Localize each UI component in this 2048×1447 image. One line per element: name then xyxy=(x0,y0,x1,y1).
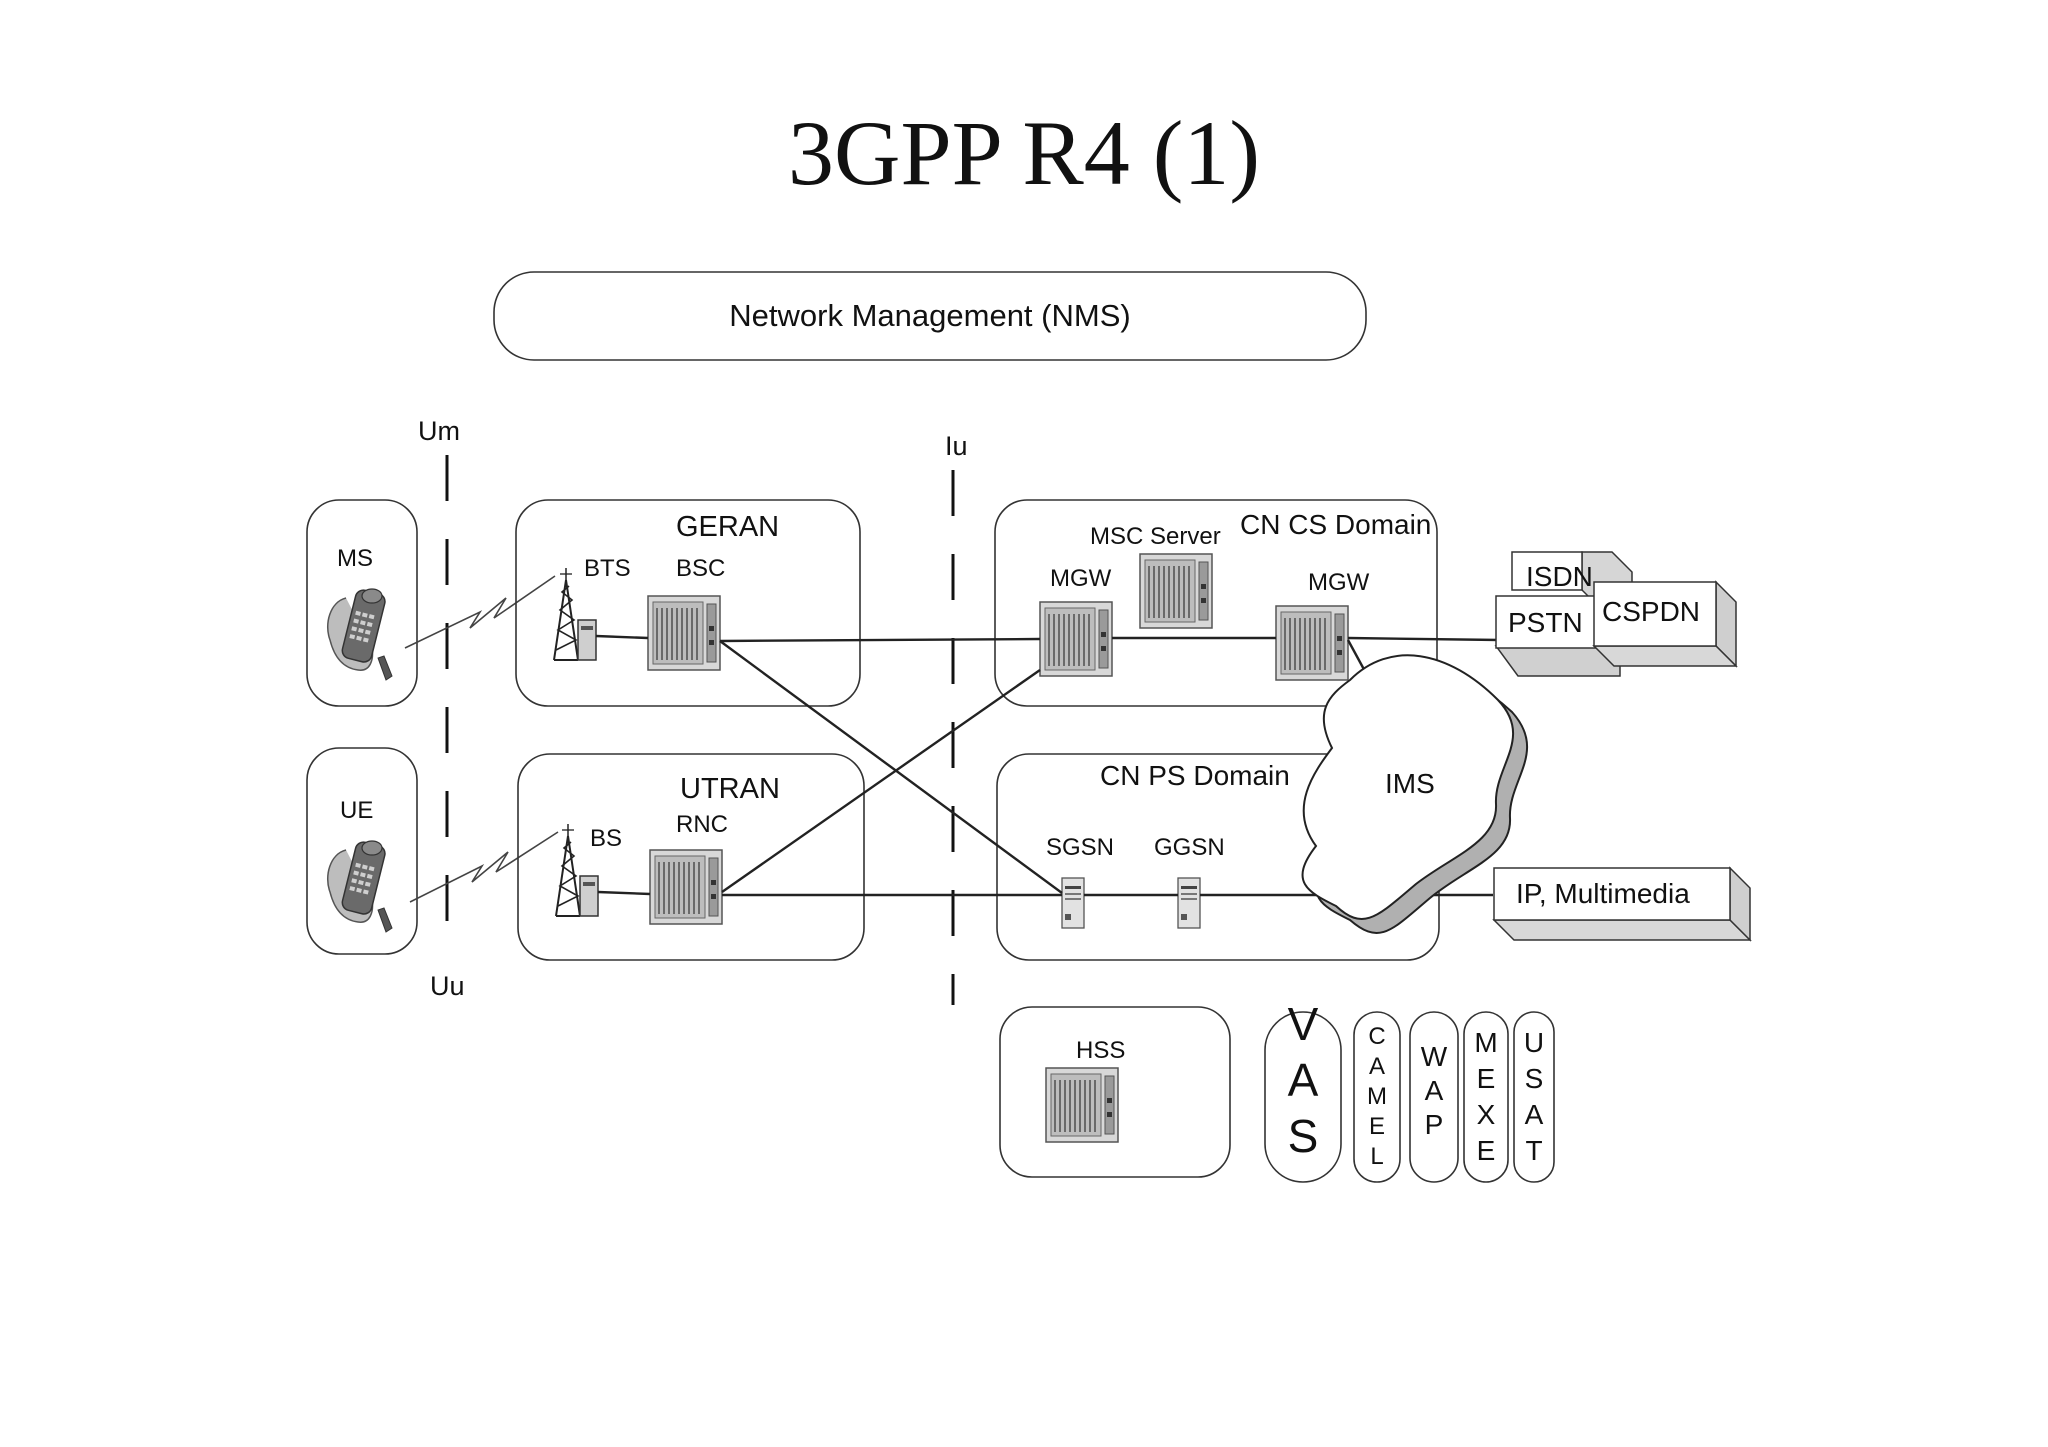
hss-box xyxy=(999,1006,1231,1178)
wap-service-pill xyxy=(1409,1011,1459,1183)
camel-letter: M xyxy=(1367,1083,1387,1110)
ggsn-label: GGSN xyxy=(1154,834,1225,861)
mexe-letter: E xyxy=(1477,1135,1496,1166)
pstn-label: PSTN xyxy=(1508,607,1583,638)
rnc-mgw-link xyxy=(721,669,1041,893)
mgw-right-label: MGW xyxy=(1308,569,1370,596)
nms-label: Network Management (NMS) xyxy=(729,298,1130,333)
cspdn-label: CSPDN xyxy=(1602,596,1700,627)
cn-cs-domain-label: CN CS Domain xyxy=(1240,509,1431,540)
ip-multimedia-box: IP, Multimedia xyxy=(1492,866,1752,942)
camel-service-pill xyxy=(1353,1011,1401,1183)
wap-letter: W xyxy=(1421,1041,1448,1072)
page-title: 3GPP R4 (1) xyxy=(788,102,1260,204)
mgw-left-equipment-icon xyxy=(1039,601,1113,677)
vas-letter: A xyxy=(1288,1054,1319,1106)
ue-label: UE xyxy=(340,797,373,824)
usat-letter: A xyxy=(1525,1099,1544,1130)
hss-equipment-icon xyxy=(1045,1067,1119,1143)
usat-letter: S xyxy=(1525,1063,1544,1094)
bs-label: BS xyxy=(590,825,622,852)
usat-service-pill xyxy=(1513,1011,1555,1183)
ms-phone-icon xyxy=(326,587,393,681)
bs-rnc-link xyxy=(597,890,651,896)
usat-letter: U xyxy=(1524,1027,1544,1058)
pstn-box: PSTN xyxy=(1494,595,1621,677)
rnc-equipment-icon xyxy=(649,849,723,925)
ip-multimedia-label: IP, Multimedia xyxy=(1516,878,1690,909)
um-radio-link xyxy=(404,575,556,649)
cn-cs-domain-box xyxy=(994,499,1438,707)
usat-letter: T xyxy=(1525,1135,1542,1166)
cspdn-box: CSPDN xyxy=(1592,580,1738,668)
mexe-letter: X xyxy=(1477,1099,1496,1130)
wap-letter: A xyxy=(1425,1075,1444,1106)
sgsn-equipment-icon xyxy=(1061,877,1085,929)
vas-letter: V xyxy=(1288,998,1319,1050)
uu-radio-link xyxy=(409,831,559,903)
nms-box xyxy=(493,271,1367,361)
vas-service-pill xyxy=(1264,1011,1342,1183)
ims-label: IMS xyxy=(1385,768,1435,799)
ggsn-equipment-icon xyxy=(1177,877,1201,929)
bsc-equipment-icon xyxy=(647,595,721,671)
camel-letter: A xyxy=(1369,1053,1385,1080)
camel-letter: L xyxy=(1370,1143,1383,1170)
mgw-pstn-link xyxy=(1347,636,1501,642)
sgsn-label: SGSN xyxy=(1046,834,1114,861)
camel-letter: E xyxy=(1369,1113,1385,1140)
msc-server-label: MSC Server xyxy=(1090,523,1221,550)
isdn-label: ISDN xyxy=(1526,561,1593,592)
iu-interface-label: Iu xyxy=(945,431,968,461)
ms-label: MS xyxy=(337,545,373,572)
rnc-label: RNC xyxy=(676,811,728,838)
geran-label: GERAN xyxy=(676,511,779,543)
ms-box xyxy=(306,499,418,707)
bsc-sgsn-link xyxy=(719,640,1063,894)
mexe-letter: M xyxy=(1474,1027,1497,1058)
mexe-service-pill xyxy=(1463,1011,1509,1183)
um-interface-label: Um xyxy=(418,416,460,446)
geran-box xyxy=(515,499,861,707)
bsc-label: BSC xyxy=(676,555,725,582)
bts-label: BTS xyxy=(584,555,631,582)
hss-label: HSS xyxy=(1076,1037,1125,1064)
vas-letter: S xyxy=(1288,1110,1319,1162)
cn-ps-domain-label: CN PS Domain xyxy=(1100,760,1290,791)
mgw-left-label: MGW xyxy=(1050,565,1112,592)
utran-box xyxy=(517,753,865,961)
uu-interface-label: Uu xyxy=(430,971,465,1001)
ue-box xyxy=(306,747,418,955)
msc-server-equipment-icon xyxy=(1139,553,1213,629)
bsc-mgw-link xyxy=(719,637,1041,643)
mgw-right-equipment-icon xyxy=(1275,605,1349,681)
ue-phone-icon xyxy=(326,839,393,933)
utran-label: UTRAN xyxy=(680,773,780,805)
camel-letter: C xyxy=(1368,1023,1385,1050)
ims-cloud xyxy=(1301,654,1515,920)
mexe-letter: E xyxy=(1477,1063,1496,1094)
bts-bsc-link xyxy=(595,634,649,640)
wap-letter: P xyxy=(1425,1109,1444,1140)
